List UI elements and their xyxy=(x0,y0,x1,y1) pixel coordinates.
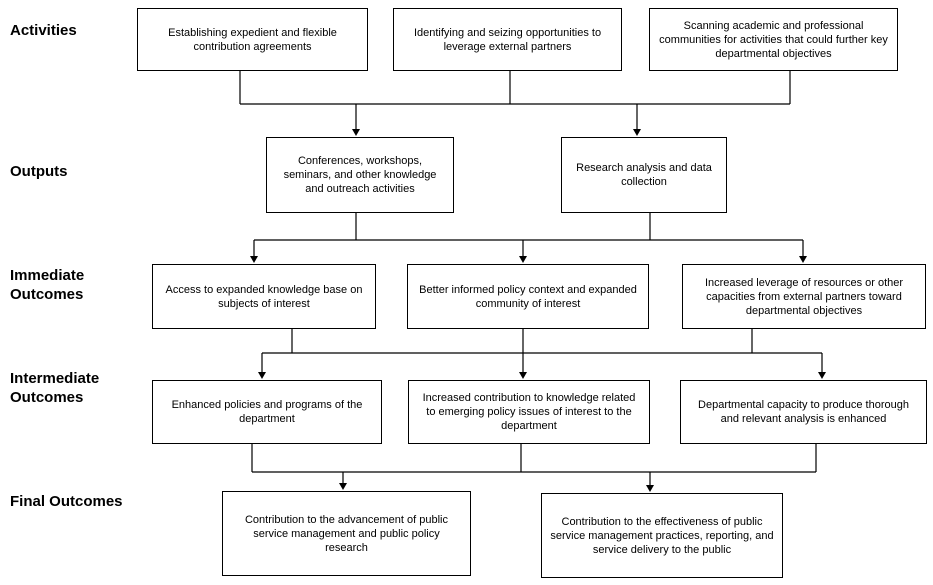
arrowhead xyxy=(519,372,527,379)
box-effectiveness-practices: Contribution to the effectiveness of pub… xyxy=(541,493,783,578)
arrowhead xyxy=(250,256,258,263)
box-departmental-capacity: Departmental capacity to produce thoroug… xyxy=(680,380,927,444)
connector-immediate-to-intermediate xyxy=(258,329,826,379)
arrowhead xyxy=(258,372,266,379)
connector-activities-to-outputs xyxy=(239,71,791,136)
arrowhead xyxy=(646,485,654,492)
box-contribution-knowledge: Increased contribution to knowledge rela… xyxy=(408,380,650,444)
arrowhead xyxy=(818,372,826,379)
box-leverage-partners: Identifying and seizing opportunities to… xyxy=(393,8,622,71)
box-conferences-workshops: Conferences, workshops, seminars, and ot… xyxy=(266,137,454,213)
box-informed-policy-context: Better informed policy context and expan… xyxy=(407,264,649,329)
row-label-final-outcomes: Final Outcomes xyxy=(10,493,123,510)
box-scanning-communities: Scanning academic and professional commu… xyxy=(649,8,898,71)
arrowhead xyxy=(799,256,807,263)
row-label-activities: Activities xyxy=(10,22,77,39)
box-advancement-management: Contribution to the advancement of publi… xyxy=(222,491,471,576)
box-increased-leverage: Increased leverage of resources or other… xyxy=(682,264,926,329)
arrowhead xyxy=(352,129,360,136)
box-contribution-agreements: Establishing expedient and flexible cont… xyxy=(137,8,368,71)
arrowhead xyxy=(339,483,347,490)
box-enhanced-policies: Enhanced policies and programs of the de… xyxy=(152,380,382,444)
row-label-immediate-outcomes: Immediate Outcomes xyxy=(10,267,85,303)
connector-intermediate-to-final xyxy=(251,444,817,492)
row-label-outputs: Outputs xyxy=(10,163,68,180)
arrowhead xyxy=(519,256,527,263)
box-research-analysis: Research analysis and data collection xyxy=(561,137,727,213)
row-label-intermediate-outcomes: Intermediate Outcomes xyxy=(10,370,100,406)
connector-outputs-to-immediate xyxy=(250,213,807,263)
box-expanded-knowledge-base: Access to expanded knowledge base on sub… xyxy=(152,264,376,329)
arrowhead xyxy=(633,129,641,136)
